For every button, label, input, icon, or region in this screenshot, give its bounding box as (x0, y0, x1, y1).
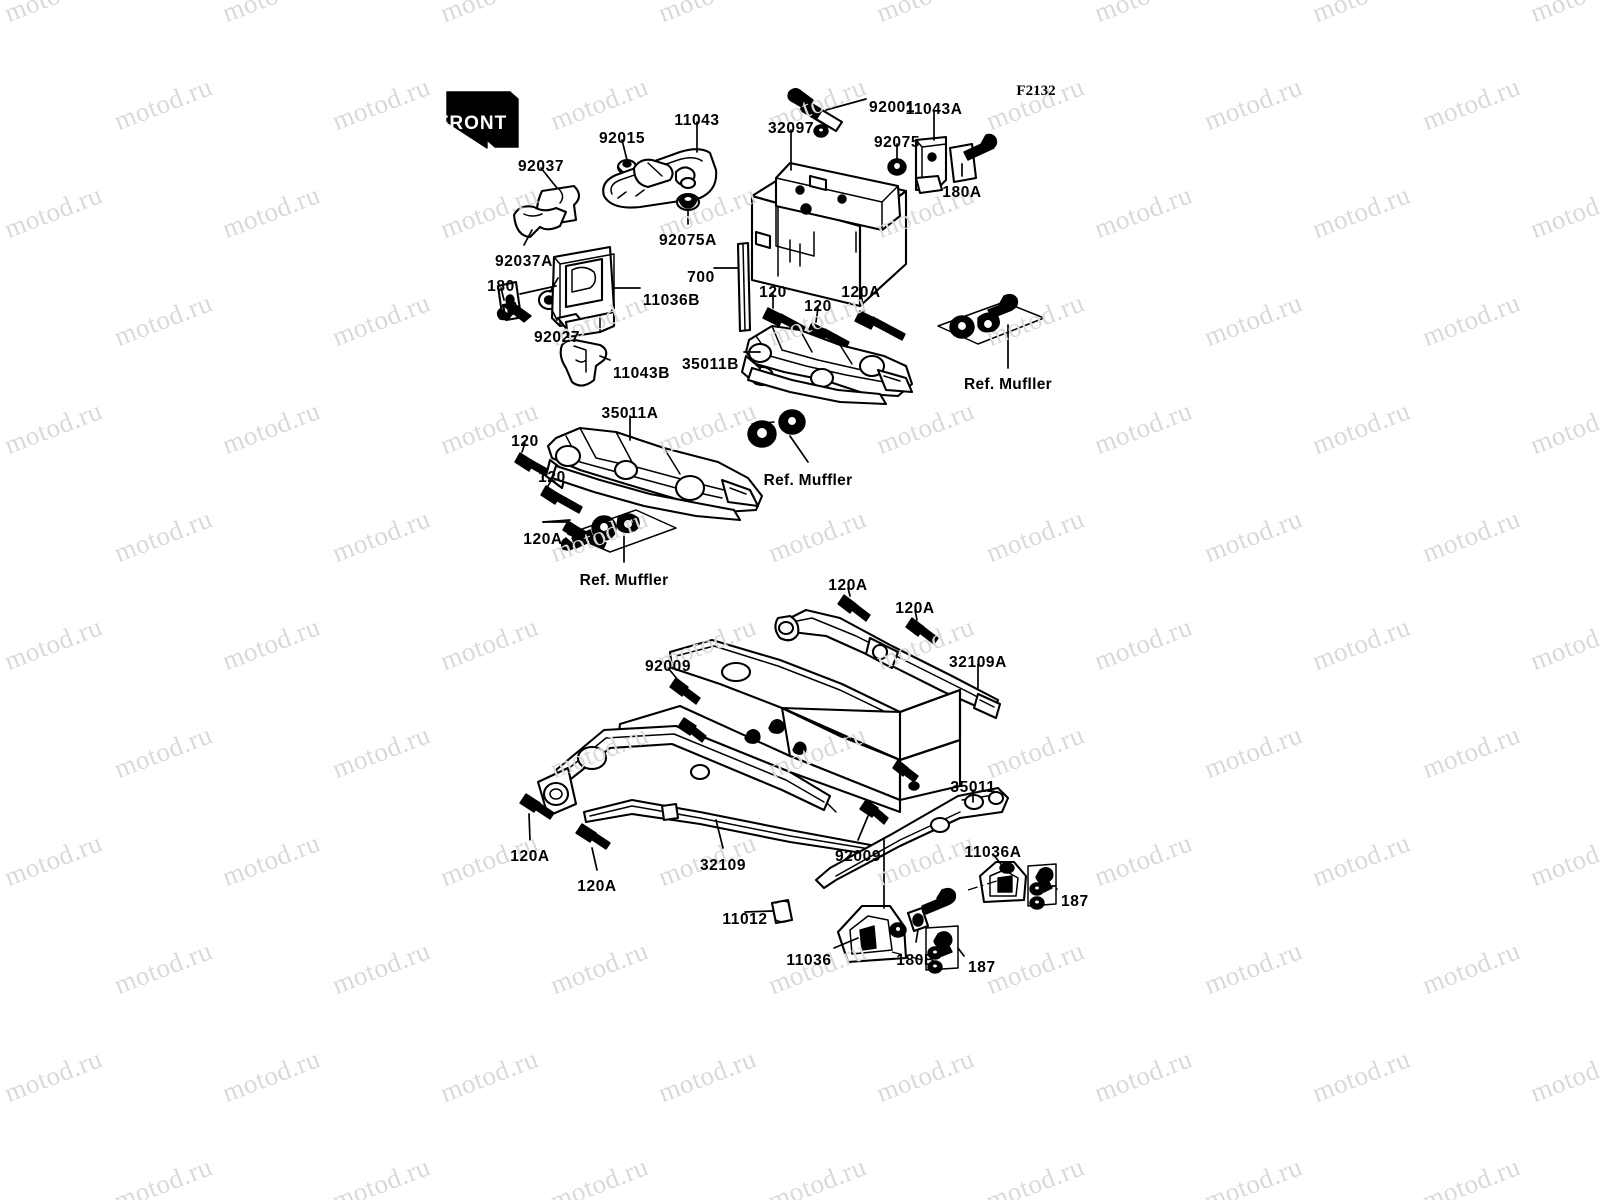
part-label-92037: 92037 (517, 158, 565, 175)
part-label-92075: 92075 (873, 134, 921, 151)
ref-muffler-mid-group (747, 409, 809, 463)
part-label-11012: 11012 (722, 911, 768, 928)
part-label-187-a: 187 (1061, 893, 1089, 910)
part-35011-stay (814, 786, 1010, 890)
part-swingarm-body (536, 638, 962, 858)
part-11043A-bracket (914, 135, 948, 195)
part-92001-bolt (787, 88, 844, 138)
part-label-180: 180 (487, 278, 515, 295)
part-180A-plate (948, 133, 998, 184)
part-label-11036B: 11036B (643, 292, 701, 309)
bolt-120A-bl1 (519, 793, 555, 820)
part-label-35011: 35011 (950, 779, 996, 796)
part-35011A-bracket (544, 426, 764, 522)
part-label-92015: 92015 (598, 130, 646, 147)
part-label-120-c: 120 (511, 433, 539, 450)
part-label-11036A: 11036A (964, 844, 1022, 861)
part-187-lower (891, 925, 959, 974)
part-11036A-mount (978, 860, 1028, 904)
part-label-code: F2132 (1016, 83, 1056, 99)
part-35011B-bracket (740, 324, 914, 406)
part-label-120A-e: 120A (510, 848, 550, 865)
part-label-11043A: 11043A (905, 101, 963, 118)
part-187-upper (967, 863, 1057, 910)
bolt-92009-d (892, 759, 919, 783)
bolt-92009-c (859, 799, 889, 825)
part-label-180A: 180A (942, 184, 982, 201)
bolt-120A-r2 (905, 617, 939, 645)
front-arrow-marker (446, 91, 519, 149)
part-label-120A-a: 120A (841, 284, 881, 301)
part-92075-grommet (887, 158, 907, 176)
part-label-11043B: 11043B (613, 365, 671, 382)
ref-muffler-bottom-group (560, 509, 677, 563)
part-label-700: 700 (687, 269, 715, 286)
bolt-120A-bl2 (575, 823, 611, 850)
bolt-120A-u1 (854, 310, 906, 341)
part-label-32109A: 32109A (949, 654, 1007, 671)
part-label-92075A: 92075A (659, 232, 717, 249)
part-label-11043: 11043 (674, 112, 720, 129)
part-label-refmuffler2: Ref. Muffler (579, 572, 669, 589)
part-11036-bracket (836, 904, 908, 964)
part-label-120-d: 120 (538, 469, 566, 486)
leader-lines (500, 91, 1058, 957)
part-11036B-bracket (519, 245, 616, 339)
part-label-35011B: 35011B (681, 356, 739, 373)
part-label-92009-b: 92009 (834, 848, 882, 865)
part-label-180B: 180B (896, 952, 936, 969)
part-label-120A-b: 120A (523, 531, 563, 548)
part-180-plate (496, 280, 532, 323)
part-label-92037A: 92037A (495, 253, 553, 270)
part-11012-cap (770, 898, 794, 925)
part-11043-bracket (602, 148, 718, 209)
part-label-187-b: 187 (968, 959, 996, 976)
bolt-92009-b (677, 717, 707, 743)
part-label-32097: 32097 (767, 120, 815, 137)
part-label-refmuffler1: Ref. Muffler (763, 472, 853, 489)
part-label-92027: 92027 (533, 329, 581, 346)
part-label-11036: 11036 (786, 952, 832, 969)
part-label-front: FRONT (436, 113, 508, 134)
part-label-32109: 32109 (699, 857, 747, 874)
bolt-120-l2 (540, 485, 583, 514)
part-180B-collar (906, 887, 957, 933)
part-label-120-b: 120 (804, 298, 832, 315)
part-label-92001: 92001 (869, 99, 916, 116)
part-label-refmufller: Ref. Mufller (964, 376, 1052, 393)
part-label-120A-c: 120A (828, 577, 868, 594)
part-11043B-bracket (559, 339, 608, 387)
part-32097-battery-case (736, 161, 908, 333)
part-label-35011A: 35011A (601, 405, 659, 422)
part-label-92009-a: 92009 (644, 658, 692, 675)
part-92075A-grommet (675, 192, 701, 212)
part-92037A-clip (512, 205, 568, 239)
ref-mufller-right-group (937, 293, 1045, 369)
part-label-120A-d: 120A (895, 600, 935, 617)
bolt-92009-a (669, 677, 701, 705)
part-32109A-arm (774, 608, 1002, 720)
bolt-120A-r1 (837, 594, 871, 622)
part-label-120-a: 120 (759, 284, 787, 301)
bolt-120-u1 (762, 307, 806, 334)
part-label-120A-f: 120A (577, 878, 617, 895)
